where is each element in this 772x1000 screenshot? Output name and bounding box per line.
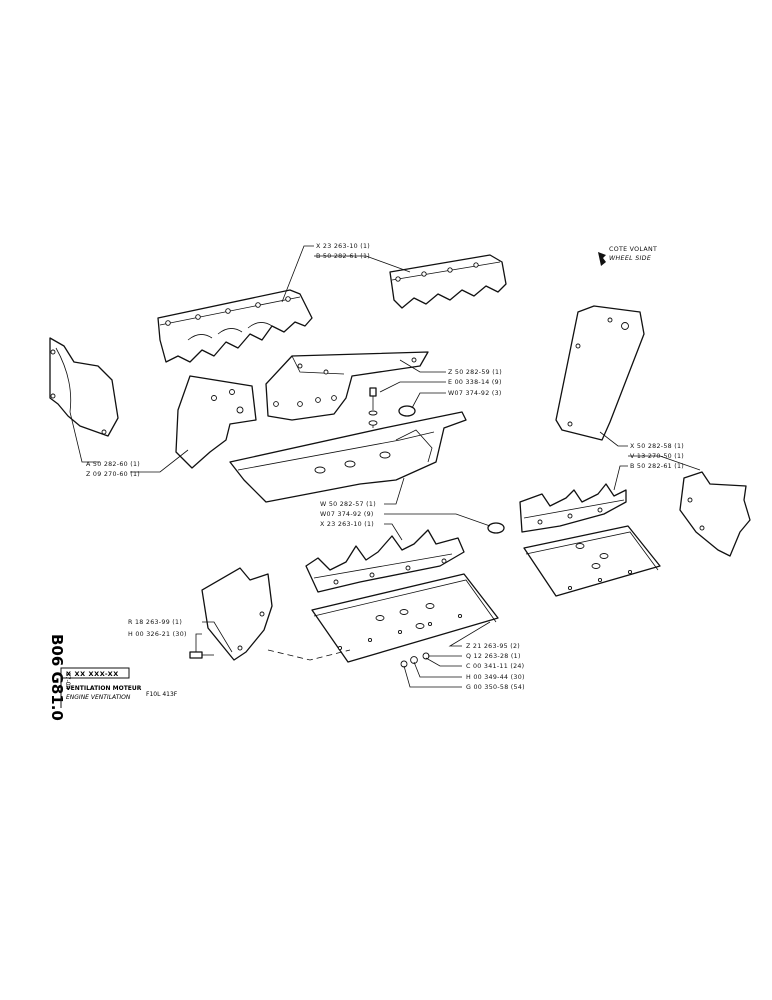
- leader-lower-left: R 18 263-99 (1) H 00 326-21 (30): [128, 619, 233, 653]
- label-x23-mid: X 23 263-10 (1): [320, 521, 374, 528]
- leader-lower-right: Z 21 263-95 (2) Q 12 263-28 (1) C 00 341…: [403, 621, 525, 691]
- duct-cover-top-left: [157, 289, 313, 363]
- bracket-left: [49, 337, 119, 437]
- label-h00-349: H 00 349-44 (30): [466, 674, 525, 681]
- wheel-side-indicator: COTE VOLANT WHEEL SIDE: [598, 246, 657, 266]
- tray-lower-center: [311, 573, 499, 663]
- reference-code: X XX XXX-XX: [66, 670, 119, 678]
- label-c00: C 00 341-11 (24): [466, 663, 524, 670]
- main-trough: [229, 411, 467, 503]
- panel-right-large: [555, 305, 645, 441]
- side-panel-left: [175, 375, 257, 469]
- label-e00: E 00 338-14 (9): [448, 379, 502, 386]
- model-number: F10L 413F: [146, 691, 178, 698]
- title-block: B06 G81.0 87-04 X XX XXX-XX VENTILATION …: [48, 634, 178, 721]
- label-q12: Q 12 263-28 (1): [466, 653, 521, 660]
- sheet-number: 87-04: [64, 672, 71, 690]
- label-w07-top: W07 374-92 (3): [448, 390, 502, 397]
- label-z21: Z 21 263-95 (2): [466, 643, 520, 650]
- label-w50: W 50 282-57 (1): [320, 501, 376, 508]
- label-x23-top: X 23 263-10 (1): [316, 243, 370, 250]
- shield-lower-left: [189, 567, 273, 661]
- fasteners-lower: [400, 652, 430, 668]
- tray-lower-right: [523, 525, 661, 597]
- label-r18: R 18 263-99 (1): [128, 619, 182, 626]
- label-a50: A 50 282-60 (1): [86, 461, 140, 468]
- label-w07-mid: W07 374-92 (9): [320, 511, 374, 518]
- leader-top: X 23 263-10 (1) B 50 282-61 (1): [281, 243, 411, 303]
- label-v13: V 13 270-50 (1): [630, 453, 684, 460]
- label-z50: Z 50 282-59 (1): [448, 369, 502, 376]
- leader-right: X 50 282-58 (1) V 13 270-50 (1) B 50 282…: [599, 431, 701, 491]
- title-fr: VENTILATION MOTEUR: [66, 685, 142, 692]
- label-g00: G 00 350-58 (54): [466, 684, 525, 691]
- leader-mid: W 50 282-57 (1) W07 374-92 (9) X 23 263-…: [320, 477, 491, 541]
- label-x50: X 50 282-58 (1): [630, 443, 684, 450]
- duct-right: [519, 483, 627, 533]
- bracket-right: [679, 471, 751, 557]
- leader-left: A 50 282-60 (1) Z 09 270-60 (1): [69, 411, 189, 478]
- wheel-side-label-fr: COTE VOLANT: [609, 246, 657, 253]
- label-b50-right: B 50 282-61 (1): [630, 463, 684, 470]
- duct-center: [305, 522, 505, 593]
- leader-hood: Z 50 282-59 (1) E 00 338-14 (9) W07 374-…: [379, 359, 502, 409]
- direction-arrow-icon: [598, 252, 606, 266]
- duct-cover-top-right: [389, 254, 507, 309]
- label-b50-top: B 50 282-61 (1): [316, 253, 370, 260]
- dashed-connector: [267, 649, 351, 661]
- label-h00-326: H 00 326-21 (30): [128, 631, 187, 638]
- drawing-code: B06 G81.0: [48, 634, 66, 721]
- title-en: ENGINE VENTILATION: [66, 694, 131, 701]
- wheel-side-label-en: WHEEL SIDE: [609, 255, 651, 262]
- label-z09: Z 09 270-60 (1): [86, 471, 140, 478]
- upper-hood: [265, 351, 429, 421]
